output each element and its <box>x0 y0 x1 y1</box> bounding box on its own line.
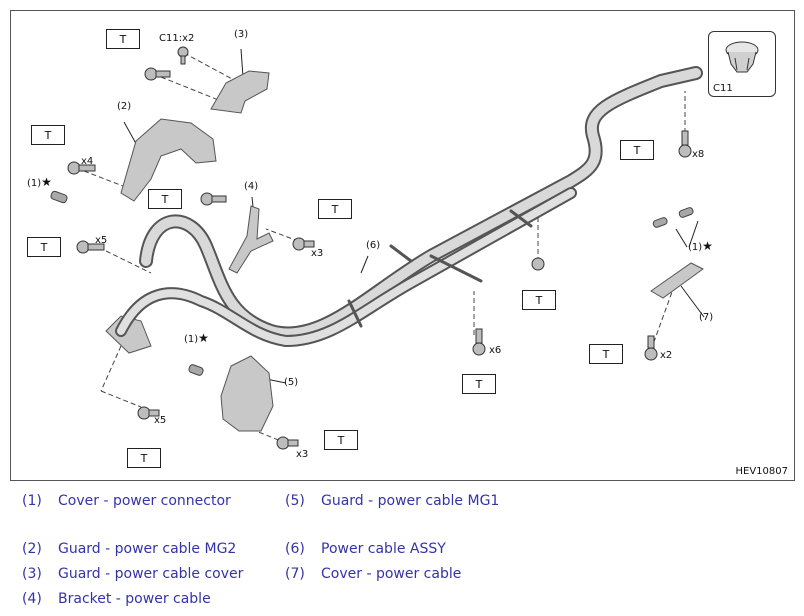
parts <box>105 70 704 432</box>
part-callout-3: (3) <box>234 29 249 40</box>
part-callout-1: (1)★ <box>184 331 209 345</box>
legend-item: (4)Bracket - power cable <box>22 591 211 607</box>
torque-box: T <box>127 448 161 468</box>
torque-box: T <box>589 344 623 364</box>
clip-inset: C11 <box>708 31 776 97</box>
parts-diagram: T T T T T T T T T T T C11:x2 (3) (2) (4)… <box>10 10 795 481</box>
torque-box: T <box>324 430 358 450</box>
legend-item: (1)Cover - power connector <box>22 493 231 509</box>
quantity-label: x5 <box>95 235 108 246</box>
quantity-label: x3 <box>311 248 324 259</box>
torque-box: T <box>27 237 61 257</box>
torque-box: T <box>620 140 654 160</box>
bracket-shape <box>228 205 274 274</box>
legend-item: (7)Cover - power cable <box>285 566 462 582</box>
quantity-label: x3 <box>296 449 309 460</box>
bolts <box>67 46 692 450</box>
clip-callout: C11:x2 <box>159 33 195 44</box>
quantity-label: x8 <box>692 149 705 160</box>
clip-icon <box>725 41 759 73</box>
star-icon: ★ <box>702 239 713 253</box>
part-callout-4: (4) <box>244 181 259 192</box>
star-icon: ★ <box>198 331 209 345</box>
diagram-artwork <box>50 46 705 450</box>
legend-item: (5)Guard - power cable MG1 <box>285 493 500 509</box>
connector-covers <box>50 190 694 376</box>
part-callout-7: (7) <box>699 312 714 323</box>
part-callout-2: (2) <box>117 101 132 112</box>
part-callout-5: (5) <box>284 377 299 388</box>
quantity-label: x4 <box>81 156 94 167</box>
legend-item: (3)Guard - power cable cover <box>22 566 244 582</box>
guard-power-cable-cover-shape <box>210 70 270 114</box>
diagram-code: HEV10807 <box>735 466 789 477</box>
cable-assembly <box>115 66 703 348</box>
clip-inset-label: C11 <box>713 83 733 94</box>
quantity-label: x2 <box>660 350 673 361</box>
legend-item: (2)Guard - power cable MG2 <box>22 541 237 557</box>
guard-mg2-shape <box>120 118 217 202</box>
torque-box: T <box>31 125 65 145</box>
legend-item: (6)Power cable ASSY <box>285 541 446 557</box>
quantity-label: x5 <box>154 415 167 426</box>
star-icon: ★ <box>41 175 52 189</box>
torque-box: T <box>462 374 496 394</box>
part-callout-1: (1)★ <box>688 239 713 253</box>
quantity-label: x6 <box>489 345 502 356</box>
torque-box: T <box>318 199 352 219</box>
cover-power-cable-shape <box>650 262 704 299</box>
part-callout-6: (6) <box>366 240 381 251</box>
guard-mg1-shape <box>220 355 274 432</box>
torque-box: T <box>522 290 556 310</box>
torque-box: T <box>106 29 140 49</box>
torque-box: T <box>148 189 182 209</box>
part-callout-1: (1)★ <box>27 175 52 189</box>
